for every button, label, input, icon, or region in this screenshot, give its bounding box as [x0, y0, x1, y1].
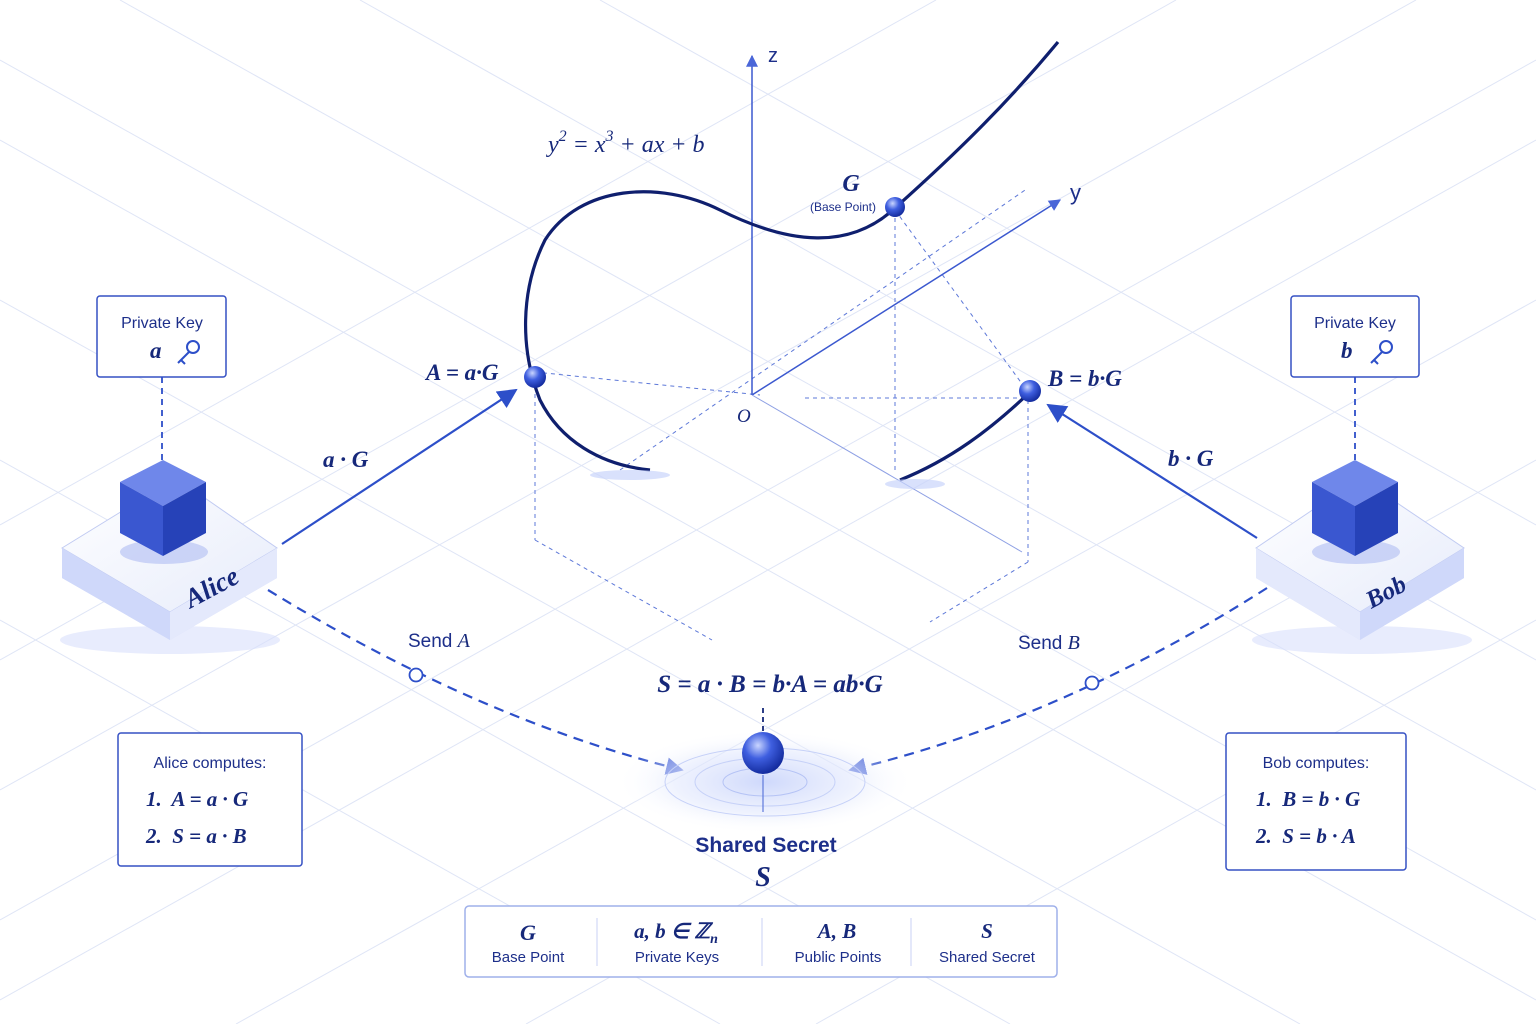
- shared-secret-sphere: [742, 732, 784, 774]
- send-b-path: Send B: [848, 587, 1268, 775]
- bob-arrow-label: b · G: [1168, 446, 1214, 471]
- key-icon: [177, 340, 200, 365]
- bob-step-1: 1. B = b · G: [1256, 787, 1360, 811]
- x-axis: [751, 394, 1023, 553]
- alice-arrow: [281, 388, 518, 545]
- alice-node: Alice: [60, 460, 280, 654]
- base-point-symbol: G: [842, 171, 860, 197]
- legend-base-point-symbol: G: [520, 920, 536, 945]
- point-b-sphere: [1019, 380, 1041, 402]
- alice-arrow-label: a · G: [323, 447, 369, 472]
- shared-secret: S = a · B = b·A = ab·G Shared Secret S: [615, 671, 915, 893]
- base-point-g: G (Base Point): [810, 171, 905, 217]
- curve-upper: [524, 40, 1060, 472]
- shared-secret-symbol: S: [755, 862, 771, 893]
- send-a-marker: [408, 667, 424, 683]
- alice-computes-title: Alice computes:: [154, 755, 267, 772]
- base-point-sphere: [885, 197, 905, 217]
- projection-box: [534, 187, 1029, 641]
- curve-equation: y2 = x3 + ax + b: [546, 128, 705, 158]
- bob-step-2: 2. S = b · A: [1255, 824, 1356, 848]
- bob-computes-title: Bob computes:: [1263, 755, 1370, 772]
- send-a-label: Send A: [408, 630, 471, 652]
- bob-node: Bob: [1252, 460, 1472, 654]
- legend-shared-secret-label: Shared Secret: [939, 949, 1036, 966]
- public-point-b: B = b·G: [1019, 366, 1122, 402]
- bob-arrow: [1046, 403, 1258, 539]
- shared-secret-title: Shared Secret: [695, 834, 836, 857]
- send-b-marker: [1084, 675, 1100, 691]
- bob-computes-box: Bob computes: 1. B = b · G 2. S = b · A: [1225, 732, 1407, 871]
- alice-key-title: Private Key: [121, 315, 203, 332]
- legend-base-point-label: Base Point: [492, 949, 565, 966]
- point-b-label: B = b·G: [1047, 366, 1122, 391]
- alice-key-symbol: a: [150, 338, 162, 363]
- legend: G Base Point a, b ∈ ℤn Private Keys A, B…: [464, 905, 1058, 978]
- legend-public-points-symbol: A, B: [816, 919, 857, 943]
- bob-private-key-box: Private Key b: [1290, 295, 1420, 462]
- legend-private-keys-symbol: a, b ∈ ℤn: [634, 919, 718, 947]
- elliptic-curve: [524, 40, 1060, 489]
- base-point-label: (Base Point): [810, 200, 876, 214]
- bob-key-symbol: b: [1341, 338, 1353, 363]
- point-a-sphere: [524, 366, 546, 388]
- curve-lower: [899, 390, 1032, 482]
- legend-public-points-label: Public Points: [795, 949, 882, 966]
- send-b-label: Send B: [1018, 632, 1080, 654]
- send-a-path: Send A: [267, 589, 684, 775]
- y-axis: [751, 199, 1062, 396]
- public-point-a: A = a·G: [424, 360, 546, 388]
- legend-shared-secret-symbol: S: [981, 919, 993, 943]
- y-axis-label: y: [1070, 180, 1081, 205]
- alice-step-2: 2. S = a · B: [145, 824, 247, 848]
- legend-private-keys-label: Private Keys: [635, 949, 719, 966]
- z-axis-label: z: [768, 45, 778, 67]
- axes: z y O: [737, 45, 1081, 553]
- point-a-label: A = a·G: [424, 360, 499, 385]
- shared-secret-equation: S = a · B = b·A = ab·G: [657, 671, 882, 698]
- bob-key-title: Private Key: [1314, 315, 1396, 332]
- key-icon: [1370, 340, 1393, 365]
- alice-private-key-box: Private Key a: [96, 295, 227, 462]
- alice-step-1: 1. A = a · G: [146, 787, 248, 811]
- alice-computes-box: Alice computes: 1. A = a · G 2. S = a · …: [117, 732, 303, 867]
- origin-label: O: [737, 406, 751, 427]
